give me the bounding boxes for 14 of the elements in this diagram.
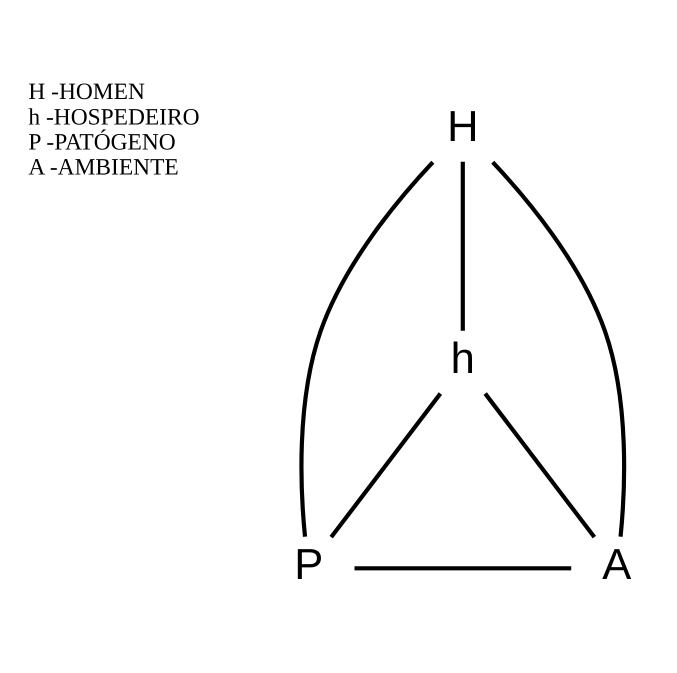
label: A -AMBIENTE	[28, 154, 179, 180]
connector	[299, 160, 434, 537]
node-text: h	[450, 334, 475, 383]
node-text: H	[447, 103, 479, 152]
connector	[484, 392, 596, 538]
connector	[354, 566, 572, 570]
node-text: P	[294, 540, 324, 589]
connector	[330, 392, 442, 538]
label: P -PATÓGENO	[28, 129, 176, 156]
label: h -HOSPEDEIRO	[28, 104, 200, 130]
label: H -HOMEN	[28, 79, 145, 106]
connector	[491, 160, 626, 537]
node-text: A	[602, 540, 632, 589]
connector	[460, 162, 465, 331]
